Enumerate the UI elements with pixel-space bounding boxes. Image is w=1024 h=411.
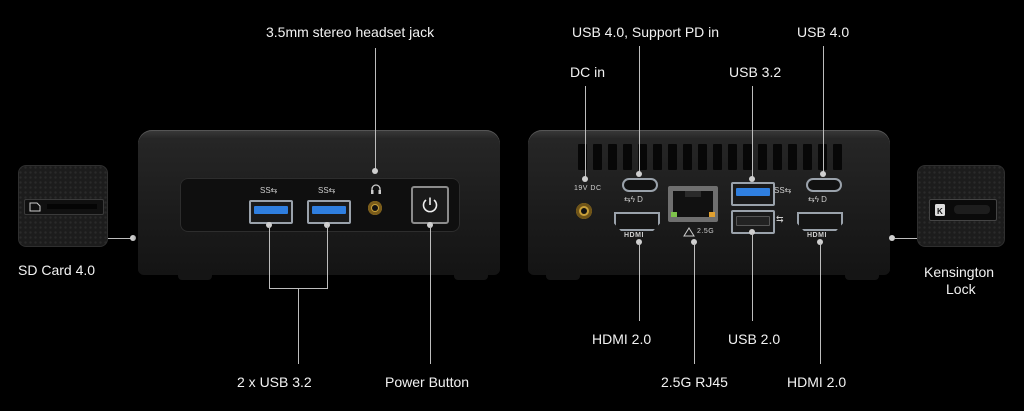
kensington-slot: K xyxy=(929,199,997,221)
kensington-leader xyxy=(895,238,917,239)
dc-in-leader xyxy=(585,86,586,178)
usb32-rear-leader xyxy=(752,86,753,178)
network-icon xyxy=(683,227,695,237)
power-button-label: Power Button xyxy=(385,374,470,390)
usb-front-label: 2 x USB 3.2 xyxy=(237,374,312,390)
svg-text:⇆ϟ D: ⇆ϟ D xyxy=(624,195,643,204)
usb-front-leader-1 xyxy=(269,226,270,288)
hdmi-port-left xyxy=(614,212,660,231)
hdmi-port-right xyxy=(797,212,843,231)
usb20-leader xyxy=(752,233,753,321)
svg-text:SS⇆: SS⇆ xyxy=(774,186,792,194)
usb4-pd-port xyxy=(622,178,658,192)
sd-card-label: SD Card 4.0 xyxy=(18,262,96,278)
hdmi-mark-right: HDMI xyxy=(807,232,827,239)
hdmi-left-label: HDMI 2.0 xyxy=(592,331,652,347)
svg-text:SS⇆: SS⇆ xyxy=(318,186,336,194)
svg-text:⇆ϟ D: ⇆ϟ D xyxy=(808,195,827,204)
kensington-label-line1: Kensington xyxy=(924,264,995,280)
hdmi-left-leader xyxy=(639,243,640,321)
usb-front-leader-2 xyxy=(327,226,328,288)
sd-card-slot xyxy=(24,199,104,215)
svg-text:K: K xyxy=(937,207,943,216)
dc-voltage-mark: 19V DC xyxy=(574,185,602,192)
svg-text:⇆: ⇆ xyxy=(776,214,784,223)
sd-card-icon xyxy=(29,202,41,212)
front-usb-port-1 xyxy=(249,200,293,224)
rj45-port xyxy=(668,186,718,222)
usb-ss-logo-icon: SS⇆ xyxy=(260,186,278,194)
headset-icon xyxy=(371,184,381,194)
dc-in-label: DC in xyxy=(570,64,606,80)
usb-ss-logo-icon: SS⇆ xyxy=(774,186,792,194)
rear-vents xyxy=(578,144,848,174)
rj45-speed-mark: 2.5G xyxy=(697,228,715,235)
sd-card-leader xyxy=(108,238,132,239)
usb-ss-logo-icon: SS⇆ xyxy=(318,186,336,194)
usb-front-leader-down xyxy=(298,288,299,364)
front-usb-port-2 xyxy=(307,200,351,224)
rj45-label: 2.5G RJ45 xyxy=(661,374,728,390)
hdmi-right-leader xyxy=(820,243,821,364)
hdmi-right-label: HDMI 2.0 xyxy=(787,374,847,390)
kensington-lock-icon: K xyxy=(935,204,945,216)
rj45-leader xyxy=(694,243,695,364)
sd-card-leader-dot xyxy=(130,235,136,241)
headset-jack xyxy=(368,201,382,215)
usb4-pd-leader xyxy=(639,46,640,174)
kensington-label-line2: Lock xyxy=(946,281,976,297)
power-button-leader xyxy=(430,226,431,364)
usb4-port xyxy=(806,178,842,192)
power-icon xyxy=(422,197,438,213)
kensington-closeup: K xyxy=(917,165,1005,247)
usb-icon: ⇆ xyxy=(776,214,784,223)
svg-text:SS⇆: SS⇆ xyxy=(260,186,278,194)
thunderbolt-icon: ⇆ϟ D xyxy=(808,195,827,204)
hdmi-mark-left: HDMI xyxy=(624,232,644,239)
power-button[interactable] xyxy=(411,186,449,224)
headset-jack-label: 3.5mm stereo headset jack xyxy=(266,24,435,40)
rear-usb32-port xyxy=(731,182,775,206)
usb4-leader xyxy=(823,46,824,174)
sd-card-closeup xyxy=(18,165,108,247)
usb4-label: USB 4.0 xyxy=(797,24,850,40)
dc-in-port xyxy=(576,203,592,219)
headset-leader xyxy=(375,48,376,172)
usb20-label: USB 2.0 xyxy=(728,331,781,347)
usb32-rear-label: USB 3.2 xyxy=(729,64,782,80)
usb4-pd-label: USB 4.0, Support PD in xyxy=(572,24,720,40)
thunderbolt-icon: ⇆ϟ D xyxy=(624,195,643,204)
